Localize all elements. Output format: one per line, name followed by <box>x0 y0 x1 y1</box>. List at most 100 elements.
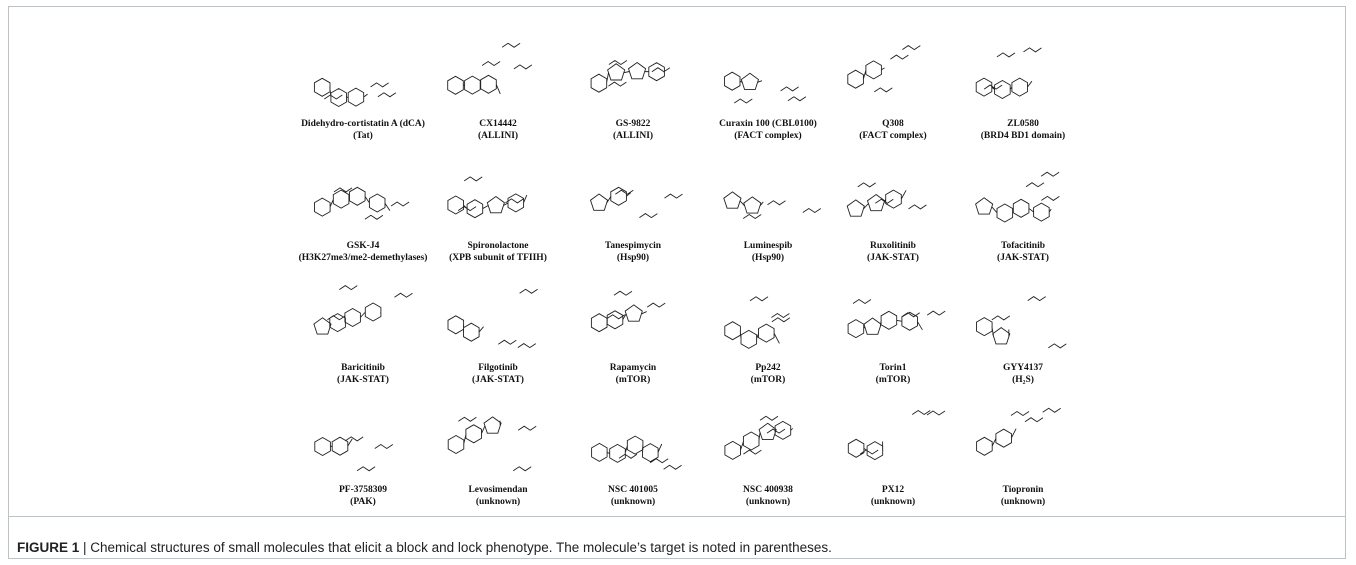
molecule-cell: Torin1 (mTOR) <box>828 274 958 392</box>
structure-bonds <box>590 59 671 93</box>
chemical-structure-drawing <box>591 435 682 470</box>
chemical-structure-drawing <box>975 47 1042 100</box>
molecule-target: (JAK-STAT) <box>867 253 919 263</box>
figure-label: FIGURE 1 <box>17 540 80 555</box>
molecule-name: NSC 400938 <box>743 485 793 495</box>
molecule-target: (JAK-STAT) <box>337 375 389 385</box>
structure-bonds <box>846 182 927 217</box>
chemical-structure-drawing <box>724 415 794 460</box>
molecule-cell: Rapamycin (mTOR) <box>568 274 698 392</box>
molecule-target: (H₂S) <box>1012 375 1034 385</box>
structure-bonds <box>313 285 413 335</box>
molecule-name: GS-9822 <box>615 119 651 129</box>
molecule-name: Torin1 <box>879 363 907 373</box>
structure-bonds <box>724 296 791 349</box>
chemical-structure-drawing <box>976 407 1061 456</box>
molecule-target: (unknown) <box>475 497 521 507</box>
caption-divider <box>8 516 1346 517</box>
molecule-target: (unknown) <box>610 497 656 507</box>
structure-bonds <box>847 298 946 339</box>
molecule-cell: Baricitinib (JAK-STAT) <box>298 274 428 392</box>
chemical-structure-drawing <box>846 182 927 217</box>
structure-bonds <box>975 171 1060 223</box>
chemical-structure-drawing <box>447 176 528 219</box>
molecule-name: CX14442 <box>479 119 517 129</box>
chemical-structure-drawing <box>723 191 822 220</box>
molecule-name: Rapamycin <box>609 363 657 373</box>
chemical-structure-drawing <box>313 285 413 335</box>
molecule-cell: GSK-J4(H3K27me3/me2-demethylases) <box>298 152 428 270</box>
structure-bonds <box>975 47 1042 100</box>
molecule-target: (unknown) <box>870 497 916 507</box>
chemical-structure-drawing <box>447 42 533 95</box>
chemical-structure-drawing <box>724 296 791 349</box>
chemical-structure-drawing <box>590 59 671 93</box>
molecule-target: (Hsp90) <box>616 253 650 263</box>
molecule-cell: PF-3758309 (PAK) <box>298 396 428 514</box>
chemical-structure-drawing <box>847 298 946 339</box>
molecule-cell: NSC 400938 (unknown) <box>703 396 833 514</box>
molecule-name: Curaxin 100 (CBL0100) <box>719 119 817 129</box>
chemical-structure-drawing <box>314 436 394 472</box>
molecule-cell: Ruxolitinib (JAK-STAT) <box>828 152 958 270</box>
molecule-cell: Pp242(mTOR) <box>703 274 833 392</box>
chemical-structure-drawing <box>447 288 538 349</box>
molecule-cell: Levosimendan(unknown) <box>433 396 563 514</box>
molecule-cell: Tiopronin (unknown) <box>958 396 1088 514</box>
molecule-cell: Curaxin 100 (CBL0100)(FACT complex) <box>703 30 833 148</box>
molecule-name: ZL0580 <box>1007 119 1039 129</box>
structure-bonds <box>447 42 533 95</box>
molecule-target: (mTOR) <box>750 375 786 385</box>
molecule-target: (unknown) <box>745 497 791 507</box>
molecule-name: Didehydro-cortistatin A (dCA) <box>301 119 425 129</box>
molecule-cell: GS-9822 (ALLINI) <box>568 30 698 148</box>
molecule-name: Ruxolitinib <box>870 241 916 251</box>
molecule-name: Tiopronin <box>1002 485 1044 495</box>
structure-bonds <box>447 176 528 219</box>
structure-bonds <box>976 407 1061 456</box>
structures-grid: Didehydro-cortistatin A (dCA) (Tat) CX1444… <box>298 30 1068 507</box>
molecule-target: (Tat) <box>353 131 373 141</box>
molecule-target: (H3K27me3/me2-demethylases) <box>298 253 428 263</box>
molecule-name: Baricitinib <box>341 363 385 373</box>
molecule-cell: Tanespimycin (Hsp90) <box>568 152 698 270</box>
molecule-cell: ZL0580(BRD4 BD1 domain) <box>958 30 1088 148</box>
molecule-target: (unknown) <box>1000 497 1046 507</box>
molecule-cell: Tofacitinib(JAK-STAT) <box>958 152 1088 270</box>
molecule-target: (PAK) <box>350 497 376 507</box>
molecule-name: Luminespib <box>743 241 793 251</box>
structure-bonds <box>314 186 410 220</box>
molecule-cell: PX12 (unknown) <box>828 396 958 514</box>
structure-bonds <box>976 296 1067 349</box>
molecule-name: PX12 <box>881 485 905 495</box>
molecule-name: Q308 <box>882 119 904 129</box>
chemical-structure-drawing <box>975 171 1060 223</box>
chemical-structure-drawing <box>847 409 946 461</box>
structure-bonds <box>447 416 537 472</box>
structure-bonds <box>724 71 807 104</box>
molecule-target: (XPB subunit of TFIIH) <box>449 253 547 263</box>
structure-bonds <box>847 409 946 461</box>
molecule-name: Filgotinib <box>478 363 518 373</box>
chemical-structure-drawing <box>847 45 921 93</box>
molecule-target: (mTOR) <box>615 375 651 385</box>
molecule-target: (ALLINI) <box>612 131 654 141</box>
molecule-cell: Didehydro-cortistatin A (dCA) (Tat) <box>298 30 428 148</box>
chemical-structure-drawing <box>589 186 683 219</box>
molecule-name: Spironolactone <box>467 241 529 251</box>
molecule-cell: Q308 (FACT complex) <box>828 30 958 148</box>
structure-bonds <box>724 415 794 460</box>
molecule-target: (FACT complex) <box>859 131 927 141</box>
molecule-target: (mTOR) <box>875 375 911 385</box>
chemical-structure-drawing <box>314 186 410 220</box>
molecule-target: (JAK-STAT) <box>997 253 1049 263</box>
caption-separator: | <box>79 540 91 555</box>
molecule-name: PF-3758309 <box>338 485 388 495</box>
structure-bonds <box>847 45 921 93</box>
structure-bonds <box>723 191 822 220</box>
chemical-structure-drawing <box>590 290 666 333</box>
molecule-name: Tanespimycin <box>604 241 662 251</box>
molecule-name: GYY4137 <box>1002 363 1044 373</box>
molecule-cell: Spironolactone (XPB subunit of TFIIH) <box>433 152 563 270</box>
structure-bonds <box>447 288 538 349</box>
